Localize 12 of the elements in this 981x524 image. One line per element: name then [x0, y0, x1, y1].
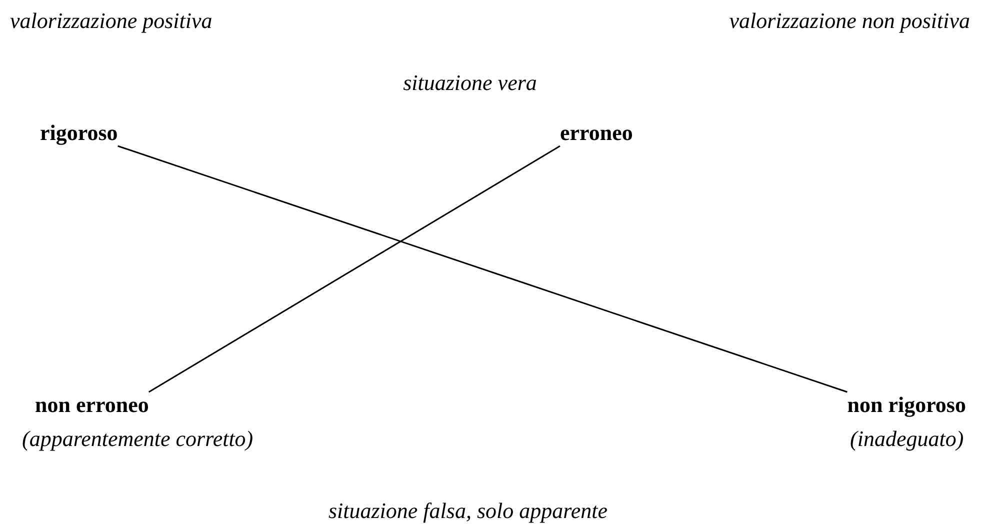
- axis-caption: valorizzazione positiva: [10, 8, 212, 34]
- term-label: erroneo: [560, 120, 633, 146]
- axis-caption: situazione vera: [403, 70, 537, 96]
- term-gloss: (apparentemente corretto): [22, 426, 254, 452]
- term-label: rigoroso: [40, 120, 118, 146]
- term-label: non erroneo: [35, 392, 149, 418]
- axis-caption: situazione falsa, solo apparente: [328, 498, 608, 524]
- axis-caption: valorizzazione non positiva: [729, 8, 970, 34]
- term-gloss: (inadeguato): [850, 426, 964, 452]
- term-label: non rigoroso: [847, 392, 966, 418]
- connector-line: [118, 145, 848, 393]
- connector-line: [148, 145, 560, 393]
